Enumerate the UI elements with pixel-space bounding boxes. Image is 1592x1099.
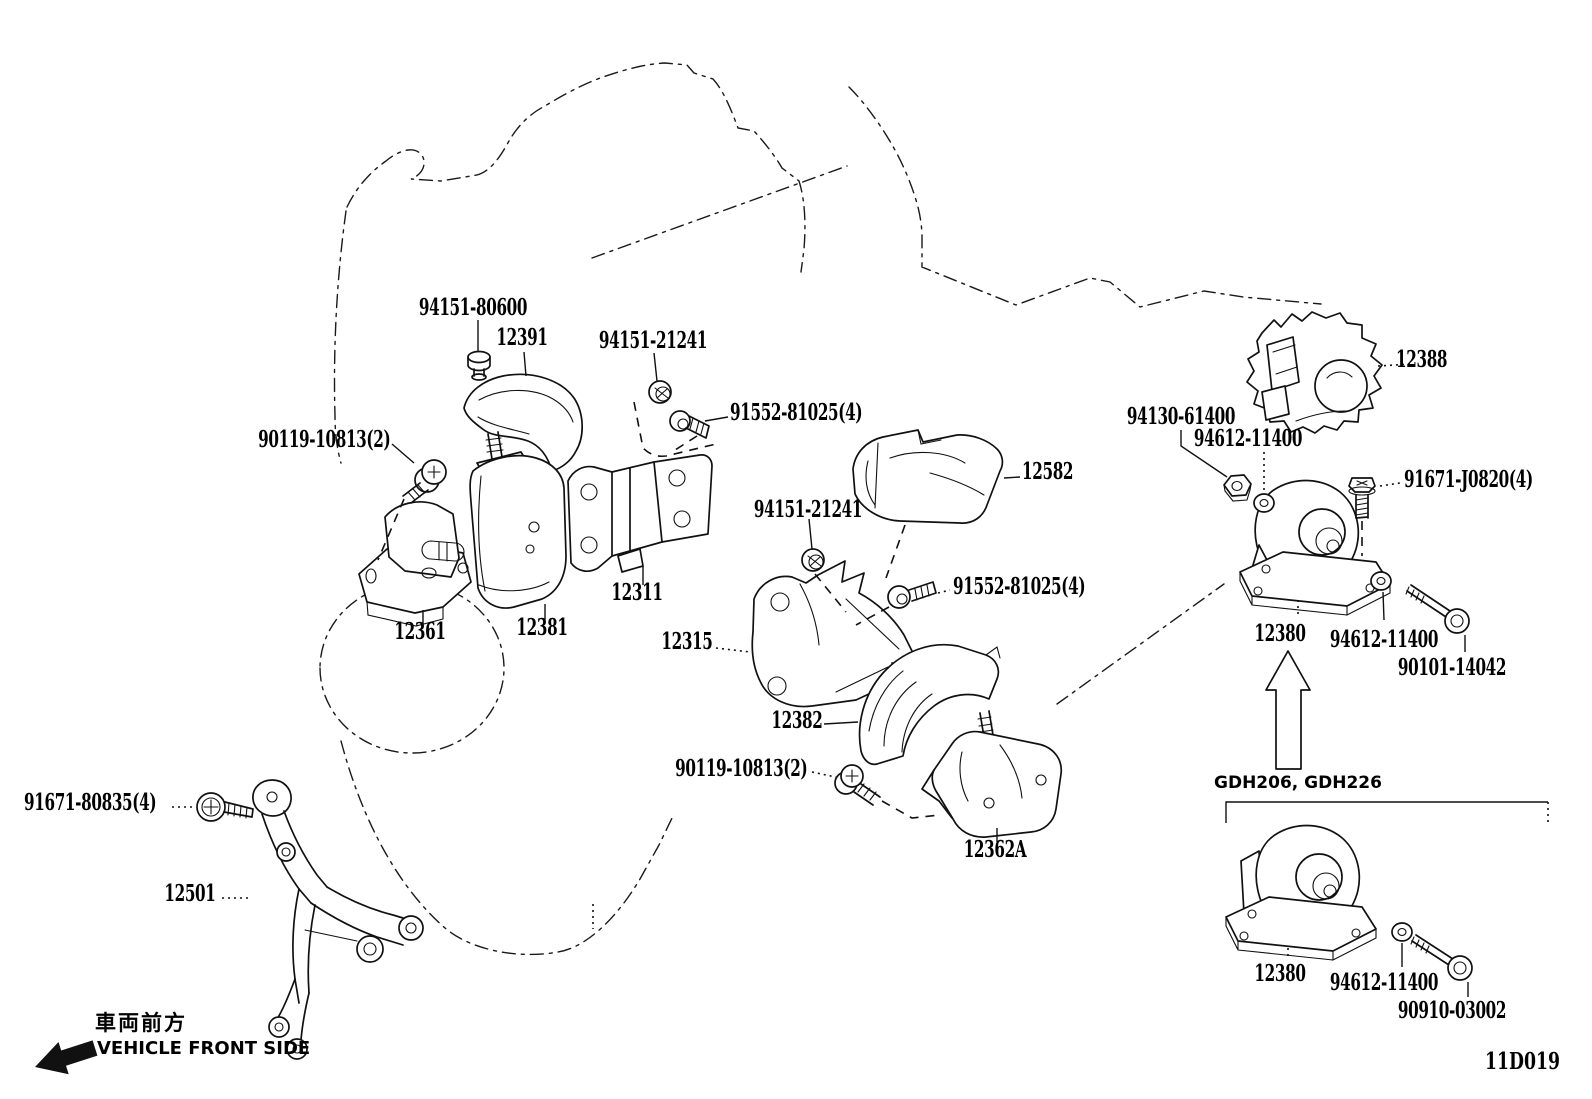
callout-94151-21241-upper: 94151-21241 — [598, 327, 708, 354]
part-12388-drawing — [1247, 312, 1382, 433]
hex-bolt-icon-90910-03002 — [1411, 935, 1472, 980]
callout-12311: 12311 — [611, 579, 663, 606]
flange-bolt-icon-94151-80600 — [468, 352, 490, 381]
callout-12382: 12382 — [771, 707, 823, 734]
callout-94612-11400-top: 94612-11400 — [1193, 425, 1303, 452]
washer-icon-94612-bottom — [1392, 923, 1412, 941]
callout-94151-21241-lower: 94151-21241 — [753, 496, 863, 523]
callout-91671-J0820: 91671-J0820(4) — [1404, 466, 1533, 493]
callout-12380-lower: 12380 — [1254, 960, 1306, 987]
phillips-bolt-icon-90119-right — [835, 765, 880, 805]
nut-icon-94130-61400 — [1224, 475, 1251, 501]
nut-icon-94151-21241-lower — [802, 549, 824, 571]
phillips-bolt-icon-90119-left — [403, 460, 446, 503]
callout-12582: 12582 — [1022, 458, 1074, 485]
diagram-code: 11D019 — [1485, 1048, 1560, 1075]
vehicle-front-arrow-icon — [35, 1040, 98, 1075]
part-12391-drawing — [464, 374, 582, 471]
part-12315-drawing — [752, 561, 916, 707]
install-dashed-lines — [378, 402, 1362, 818]
part-12362A-drawing — [922, 711, 1061, 837]
vehicle-front-label-jp: 車両前方 — [95, 1011, 187, 1035]
callout-12388: 12388 — [1396, 346, 1448, 373]
up-arrow-icon — [1266, 651, 1310, 769]
callout-90101-14042: 90101-14042 — [1397, 654, 1507, 681]
part-12582-drawing — [853, 430, 1002, 523]
washer-icon-94612-mid — [1371, 572, 1391, 590]
callout-90119-10813-right: 90119-10813(2) — [674, 755, 808, 782]
callout-90910-03002: 90910-03002 — [1397, 997, 1507, 1024]
callout-94151-80600: 94151-80600 — [418, 294, 528, 321]
leader-lines — [172, 320, 1468, 997]
phillips-bolt-icon-91671-80835 — [197, 793, 253, 821]
callout-91552-81025-lower: 91552-81025(4) — [953, 573, 1086, 600]
washer-icon-94612-top — [1254, 494, 1274, 512]
part-12311-drawing — [568, 455, 712, 572]
part-12381-drawing — [470, 432, 566, 608]
callout-12315: 12315 — [661, 628, 713, 655]
callout-91552-81025-upper: 91552-81025(4) — [730, 399, 863, 426]
callout-12501: 12501 — [164, 880, 216, 907]
engine-outline — [320, 63, 1321, 954]
flange-bolt-icon-91671-J0820 — [1349, 478, 1375, 518]
variant-bracket — [1226, 802, 1548, 823]
callout-94130-61400: 94130-61400 — [1126, 403, 1236, 430]
callout-94612-11400-bottom: 94612-11400 — [1329, 969, 1439, 996]
part-12501-drawing — [253, 780, 423, 1059]
callout-12361: 12361 — [394, 618, 446, 645]
variant-note: GDH206, GDH226 — [1214, 773, 1382, 793]
callout-12362A: 12362A — [963, 836, 1027, 863]
part-12380-lower-drawing — [1226, 826, 1376, 960]
callout-94612-11400-mid: 94612-11400 — [1329, 626, 1439, 653]
hex-bolt-icon-91552-lower — [888, 582, 936, 608]
part-12382-drawing — [860, 645, 1000, 765]
callout-91671-80835: 91671-80835(4) — [24, 789, 157, 816]
callout-12380-upper: 12380 — [1254, 620, 1306, 647]
vehicle-front-label-en: VEHICLE FRONT SIDE — [97, 1038, 311, 1059]
callout-12391: 12391 — [496, 324, 548, 351]
callout-90119-10813-left: 90119-10813(2) — [257, 426, 391, 453]
part-12361-drawing — [359, 502, 471, 626]
hex-bolt-icon-91552-upper — [670, 411, 709, 438]
callout-12381: 12381 — [516, 614, 568, 641]
hex-bolt-icon-90101-14042 — [1406, 585, 1469, 633]
nut-icon-94151-21241-upper — [649, 381, 671, 403]
